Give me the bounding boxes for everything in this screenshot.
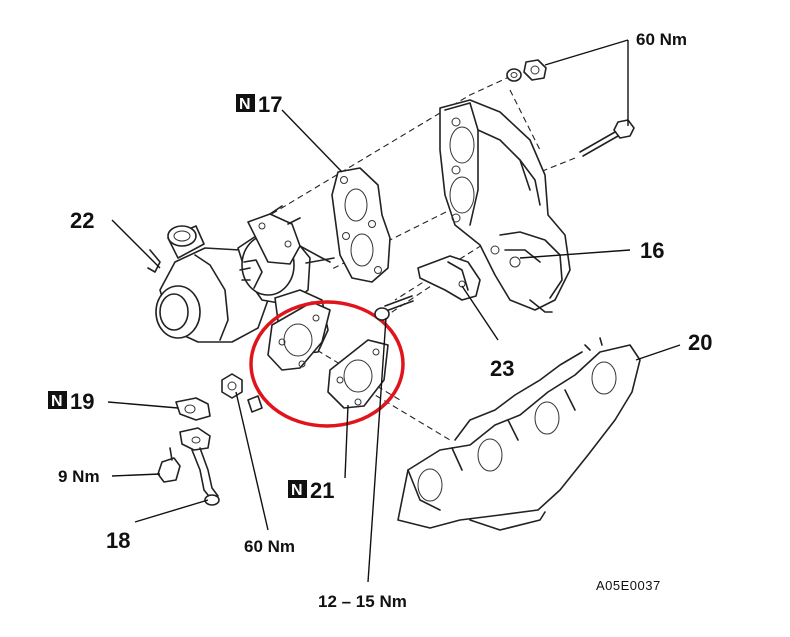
svg-text:17: 17: [258, 92, 282, 117]
part-19-gasket: [175, 397, 211, 421]
new-part-badge: [236, 94, 255, 112]
svg-text:N: N: [51, 393, 63, 410]
svg-text:N: N: [291, 482, 303, 499]
part-16-elbow-housing: [439, 99, 571, 313]
label-torque-9nm: 9 Nm: [58, 467, 100, 486]
svg-text:19: 19: [70, 389, 94, 414]
part-21-gaskets: [267, 301, 389, 409]
figure-code: A05E0037: [596, 578, 661, 593]
label-part-17: N 17: [236, 92, 282, 117]
label-torque-60nm-bottom: 60 Nm: [244, 537, 295, 556]
label-torque-top: 60 Nm: [636, 30, 687, 49]
part-20-exhaust-manifold: [397, 337, 641, 531]
banjo-bolt-9nm: [157, 447, 181, 483]
nuts-and-bolt-top: [506, 59, 635, 157]
label-part-18: 18: [106, 528, 130, 553]
svg-text:N: N: [239, 96, 251, 113]
highlight-circle: [249, 300, 405, 428]
label-part-19: N 19: [48, 389, 94, 414]
new-part-badge: [48, 391, 67, 409]
label-part-23: 23: [490, 356, 514, 381]
part-18-oil-pipe: [179, 427, 220, 506]
part-23-bracket: [417, 255, 481, 301]
nut-60nm: [221, 373, 243, 399]
new-part-badge: [288, 480, 307, 498]
label-torque-12-15nm: 12 – 15 Nm: [318, 592, 407, 611]
part-17-gasket: [331, 167, 391, 283]
part-22-turbocharger: [147, 205, 335, 355]
label-part-22: 22: [70, 208, 94, 233]
stud-bolt: [374, 295, 414, 321]
label-part-21: N 21: [288, 478, 334, 503]
label-part-16: 16: [640, 238, 664, 263]
svg-text:21: 21: [310, 478, 334, 503]
label-part-20: 20: [688, 330, 712, 355]
leader-lines: [107, 39, 681, 583]
